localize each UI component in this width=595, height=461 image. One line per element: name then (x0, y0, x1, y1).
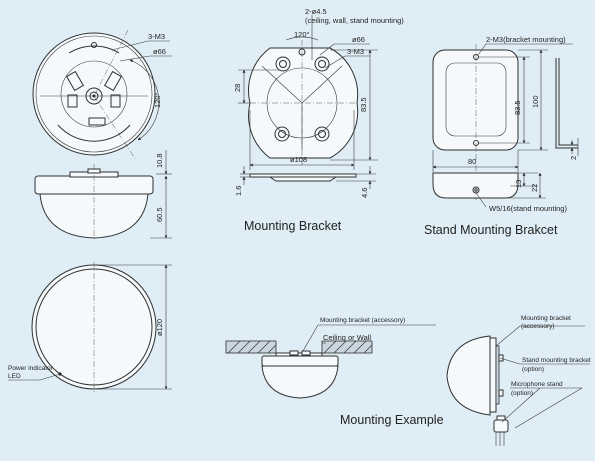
stand-22-label: 22 (530, 184, 539, 192)
bracket-holes-label: 2-ø4.5 (305, 7, 327, 16)
side-bracket-label-2: (accessory) (521, 323, 555, 330)
example-accessory-label: Mounting bracket (accessory) (320, 317, 405, 324)
bottom-view: ø120 Power indicator LED (8, 262, 172, 392)
mic-stand-label-2: (option) (511, 390, 533, 397)
stand-2-label: 2 (569, 156, 578, 160)
led-label-1: Power indicator (8, 365, 54, 372)
side-view: 60.5 (34, 164, 172, 240)
example-ceiling-label: Ceiling or Wall (323, 333, 371, 342)
caption-stand-bracket: Stand Mounting Brakcet (424, 223, 558, 237)
stand-80-label: 80 (468, 157, 476, 166)
diameter-120-label: ø120 (155, 319, 164, 336)
stand-835-label: 83.5 (513, 100, 522, 115)
side-dim-108: 10.8 (155, 150, 172, 175)
stand-bracket-label-1: Stand mounting bracket (522, 357, 591, 364)
stand-w5-label: W5/16(stand mounting) (489, 204, 567, 213)
height-108-label: 10.8 (155, 153, 164, 168)
top-120-label: 120° (153, 92, 162, 108)
bracket-holes-desc: (ceiling, wall, stand mounting) (305, 16, 404, 25)
stand-bracket-view: 2-M3(bracket mounting) 83.5 100 2 80 13 … (432, 35, 579, 213)
height-605-label: 60.5 (155, 207, 164, 222)
top-d66-label: ø66 (153, 47, 166, 56)
caption-mounting-bracket: Mounting Bracket (244, 219, 342, 233)
mic-stand-label-1: Microphone stand (511, 381, 563, 388)
bracket-28-label: 28 (233, 84, 242, 92)
top-view: 3-M3 ø66 120° (32, 29, 172, 161)
stand-2m3-label: 2-M3(bracket mounting) (486, 35, 566, 44)
bracket-46-label: 4.6 (360, 188, 369, 198)
bracket-d66-label: ø66 (352, 35, 365, 44)
bracket-3m3-label: 3-M3 (347, 47, 364, 56)
bracket-120-label: 120° (294, 30, 310, 39)
stand-100-label: 100 (531, 95, 540, 108)
stand-example: Mounting bracket (accessory) Stand mount… (446, 315, 591, 446)
stand-bracket-label-2: (option) (522, 366, 544, 373)
top-3m3-label: 3-M3 (148, 32, 165, 41)
side-bracket-label-1: Mounting bracket (521, 315, 571, 322)
caption-mounting-example: Mounting Example (340, 413, 444, 427)
bracket-16-label: 1.6 (234, 186, 243, 196)
mounting-bracket-view: 120° 2-ø4.5 (ceiling, wall, stand mounti… (233, 7, 404, 198)
led-label-2: LED (8, 373, 21, 380)
bracket-835-label: 83.5 (359, 97, 368, 112)
ceiling-example: Mounting bracket (accessory) Ceiling or … (225, 317, 436, 399)
bracket-d108-label: ø108 (290, 155, 307, 164)
stand-13-label: 13 (514, 180, 523, 188)
